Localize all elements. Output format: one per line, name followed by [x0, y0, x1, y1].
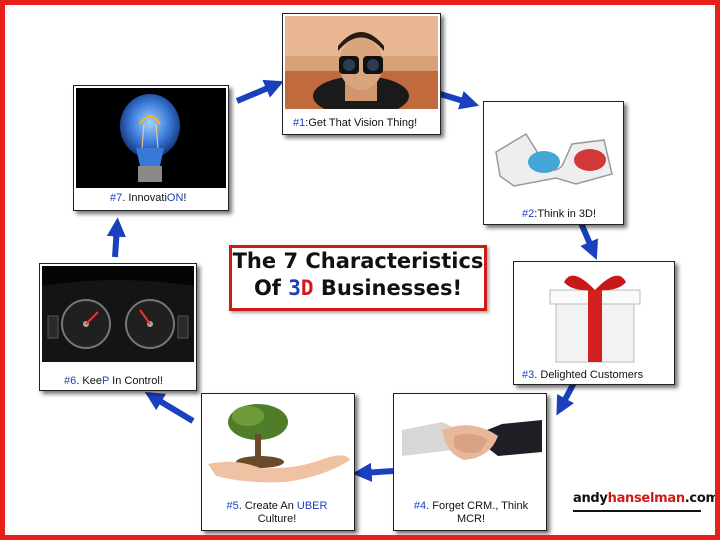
card-3-caption: #3. Delighted Customers: [522, 369, 643, 382]
card-6-sep: .: [76, 375, 83, 387]
card-6: #6. KeeP In Control!: [39, 263, 197, 391]
card-5: #5. Create An UBER Culture!: [201, 393, 355, 531]
card-6-text-p: P: [101, 375, 110, 387]
card-6-caption: #6. KeeP In Control!: [64, 375, 163, 388]
card-7-number: #7: [110, 192, 123, 204]
title-line2-prefix: Of: [253, 276, 289, 300]
card-1-number: #1: [293, 117, 306, 129]
card-5-text-line2: Culture!: [257, 513, 297, 525]
card-2: #2:Think in 3D!: [483, 101, 624, 225]
card-1-sep: :: [305, 117, 309, 129]
card-2-caption: #2:Think in 3D!: [522, 208, 596, 221]
title-line2-suffix: Businesses!: [313, 276, 463, 300]
3d-glasses-photo: [486, 104, 622, 204]
card-5-caption: #5. Create An UBER Culture!: [208, 500, 346, 526]
andyhanselman-logo: andyhanselman.com: [573, 491, 719, 506]
tree-in-hand-photo: [206, 400, 352, 490]
card-4-number: #4: [413, 500, 427, 512]
title-d: D: [300, 276, 314, 300]
title-3: 3: [288, 276, 301, 300]
arrow-3-to-4: [556, 379, 578, 416]
card-1-text: Get That Vision Thing!: [308, 117, 418, 129]
card-3-text: Delighted Customers: [540, 369, 644, 381]
card-2-sep: :: [534, 208, 538, 220]
card-5-text-a: Create An: [244, 500, 297, 512]
logo-part-andy: andy: [573, 491, 608, 506]
binoculars-person-photo: [285, 16, 438, 109]
card-7-caption: #7. InnovatiON!: [110, 192, 186, 205]
card-4: #4. Forget CRM., Think MCR!: [393, 393, 547, 531]
title-line1: The 7 Characteristics: [232, 249, 484, 273]
card-1: #1:Get That Vision Thing!: [282, 13, 441, 135]
card-2-text: Think in 3D!: [537, 208, 597, 220]
light-bulb-photo: [76, 88, 226, 188]
card-7-text-a: Innovati: [128, 192, 167, 204]
card-6-text-c: In Control!: [109, 375, 163, 387]
card-3-number: #3: [522, 369, 535, 381]
handshake-photo: [402, 400, 542, 488]
arrow-4-to-5: [352, 462, 394, 482]
cycle-arrows: [106, 79, 599, 482]
card-7-sep: .: [122, 192, 129, 204]
logo-part-com: .com: [684, 491, 719, 506]
logo-underline: [573, 510, 701, 512]
title-line2: Of 3D Businesses!: [232, 275, 484, 302]
card-4-text-line1: Forget CRM., Think: [432, 500, 529, 512]
card-6-number: #6: [64, 375, 77, 387]
card-4-sep: .: [426, 500, 433, 512]
arrow-2-to-3: [578, 221, 599, 260]
card-5-number: #5: [226, 500, 239, 512]
card-4-caption: #4. Forget CRM., Think MCR!: [402, 500, 540, 526]
arrow-6-to-7: [106, 217, 126, 258]
arrow-7-to-1: [235, 79, 284, 104]
card-3: #3. Delighted Customers: [513, 261, 675, 385]
card-3-sep: .: [534, 369, 541, 381]
arrow-5-to-6: [144, 392, 195, 424]
card-1-caption: #1:Get That Vision Thing!: [293, 117, 417, 130]
card-7: #7. InnovatiON!: [73, 85, 229, 211]
card-4-text-line2: MCR!: [456, 513, 486, 525]
card-2-number: #2: [522, 208, 535, 220]
car-dashboard-photo: [42, 266, 194, 362]
card-7-text-c: !: [183, 192, 187, 204]
logo-part-hanselman: hanselman: [607, 491, 685, 506]
card-5-text-uber: UBER: [296, 500, 328, 512]
card-6-text-a: Kee: [82, 375, 102, 387]
card-7-text-on: ON: [166, 192, 184, 204]
gift-box-photo: [542, 266, 646, 364]
title-box: The 7 Characteristics Of 3D Businesses!: [229, 245, 487, 311]
card-5-sep: .: [238, 500, 245, 512]
